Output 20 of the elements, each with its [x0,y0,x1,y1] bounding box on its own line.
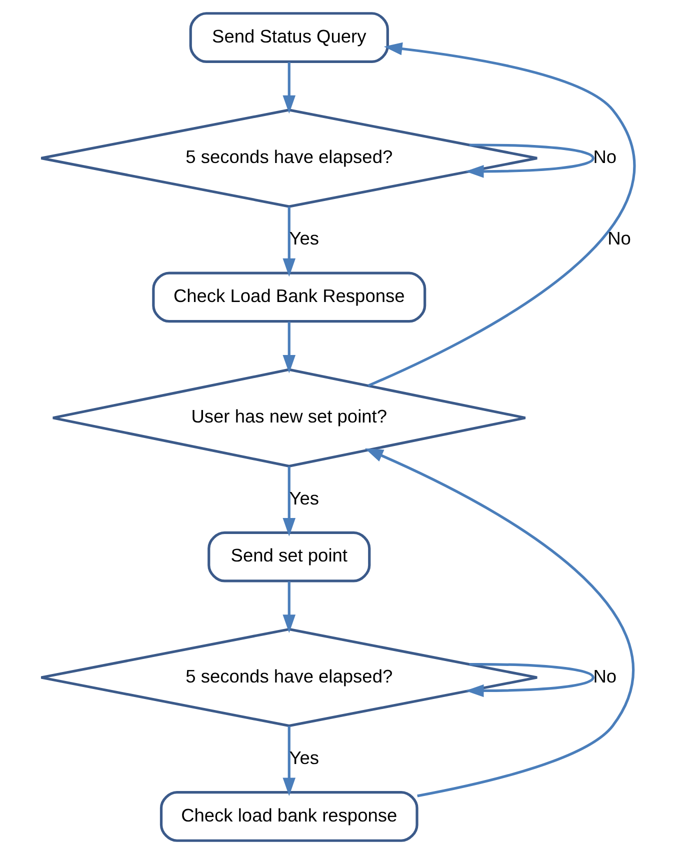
node-diamond: 5 seconds have elapsed? [40,108,538,208]
arrow [465,663,594,698]
arrow [282,726,296,796]
arrow [368,42,636,387]
arrow [282,322,296,374]
arrow [282,466,296,536]
arrow [364,448,634,798]
node-diamond: 5 seconds have elapsed? [40,628,538,728]
edge-label: No [593,665,617,686]
arrow [282,581,296,633]
node-box: Send set point [208,531,371,582]
edge-label: No [593,146,617,168]
arrow [282,206,296,277]
node-box: Send Status Query [189,12,389,63]
arrow [282,62,296,114]
edge-label: No [608,228,631,249]
node-diamond: User has new set point? [52,368,527,468]
node-box: Check load bank response [160,791,418,842]
node-box: Check Load Bank Response [152,272,426,323]
arrow [465,144,594,178]
